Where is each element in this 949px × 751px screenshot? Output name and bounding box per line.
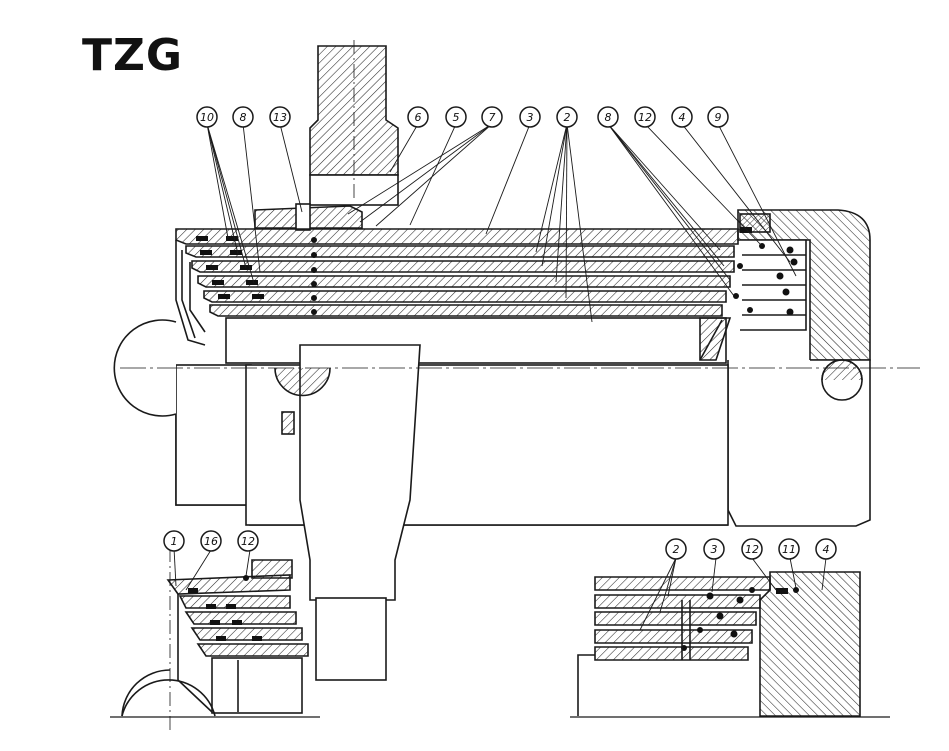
svg-text:12: 12 (745, 543, 759, 556)
callout-6: 6 (407, 106, 429, 128)
callout-12: 12 (634, 106, 656, 128)
svg-text:2: 2 (673, 543, 680, 556)
svg-text:3: 3 (527, 111, 534, 124)
callout-5: 5 (445, 106, 467, 128)
callout-4-right: 4 (815, 538, 837, 560)
drawing-title: TZG (82, 30, 184, 81)
callout-2-right: 2 (665, 538, 687, 560)
callout-13: 13 (269, 106, 291, 128)
callout-10: 10 (196, 106, 218, 128)
svg-text:12: 12 (638, 111, 652, 124)
callout-9: 9 (707, 106, 729, 128)
svg-text:4: 4 (679, 111, 686, 124)
callout-12-left: 12 (237, 530, 259, 552)
callouts-left: 1 16 12 (163, 530, 259, 552)
svg-text:16: 16 (204, 535, 218, 548)
trunnion-lower (299, 344, 421, 601)
callout-16: 16 (200, 530, 222, 552)
main-view (113, 40, 920, 681)
left-detail-view (110, 548, 320, 730)
callout-2: 2 (556, 106, 578, 128)
callouts-right: 2 3 12 11 4 (665, 538, 837, 560)
svg-text:2: 2 (564, 111, 571, 124)
svg-text:7: 7 (489, 111, 496, 124)
callout-12-right: 12 (741, 538, 763, 560)
callout-4: 4 (671, 106, 693, 128)
svg-text:9: 9 (715, 111, 722, 124)
svg-text:1: 1 (171, 535, 178, 548)
svg-text:4: 4 (823, 543, 830, 556)
callouts-main: 10 8 13 6 5 7 3 2 8 12 4 9 (196, 106, 729, 128)
leader-lines (173, 123, 827, 631)
callout-11-right: 11 (778, 538, 800, 560)
svg-text:3: 3 (711, 543, 718, 556)
stage-5 (209, 304, 723, 317)
svg-text:12: 12 (241, 535, 255, 548)
callout-3: 3 (519, 106, 541, 128)
right-detail-head (759, 571, 861, 717)
callout-7: 7 (481, 106, 503, 128)
svg-text:6: 6 (415, 111, 422, 124)
svg-text:5: 5 (453, 111, 460, 124)
callout-1: 1 (163, 530, 185, 552)
svg-text:10: 10 (200, 111, 214, 124)
svg-text:8: 8 (240, 111, 247, 124)
callout-3-right: 3 (703, 538, 725, 560)
svg-text:13: 13 (273, 111, 287, 124)
stage-4 (203, 290, 727, 303)
stage-2 (191, 260, 735, 273)
callout-8b: 8 (597, 106, 619, 128)
stage-1 (185, 245, 735, 258)
svg-text:11: 11 (782, 543, 796, 556)
right-detail-view (570, 571, 890, 718)
cylinder-head (737, 209, 871, 361)
svg-text:8: 8 (605, 111, 612, 124)
outer-barrel (175, 228, 739, 245)
callout-8: 8 (232, 106, 254, 128)
stage-3 (197, 275, 731, 288)
